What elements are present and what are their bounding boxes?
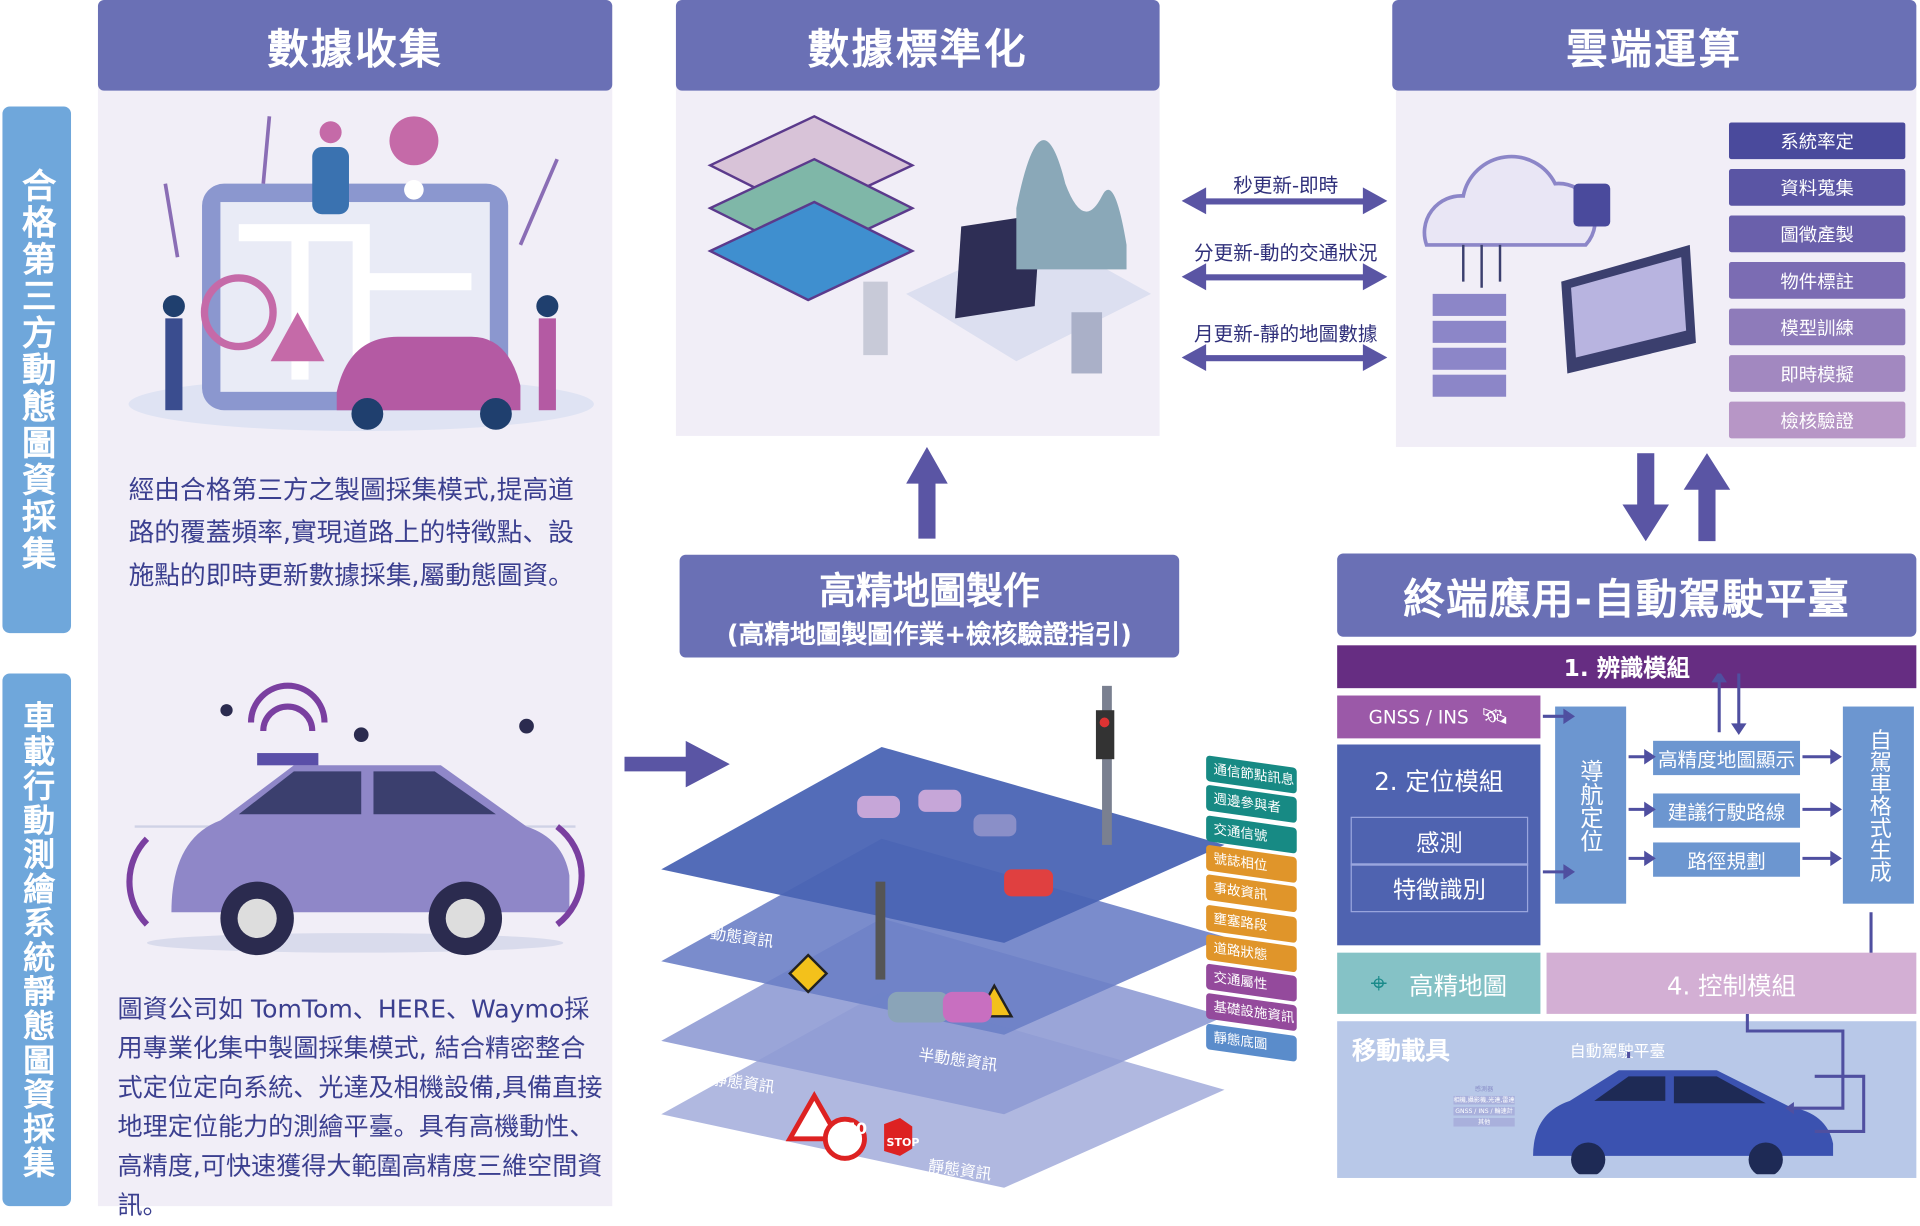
sync-double-arrows-icon xyxy=(1181,187,1388,372)
cloud-step: 檢核驗證 xyxy=(1728,401,1906,439)
cloud-step: 模型訓練 xyxy=(1728,308,1906,346)
data-layers-laptop-illustration xyxy=(707,114,1152,374)
autonomous-car-illustration xyxy=(1533,1051,1866,1175)
output-path-planning: 路徑規劃 xyxy=(1653,842,1801,877)
hdmap-subtitle: (高精地圖製圖作業+檢核驗證指引) xyxy=(726,619,1132,649)
cloud-step: 圖徵產製 xyxy=(1728,215,1906,253)
down-up-arrows-icon xyxy=(1622,453,1731,542)
header-cloud: 雲端運算 xyxy=(1392,0,1917,91)
sync-label-second: 秒更新-即時 xyxy=(1233,173,1339,198)
sync-label-minute: 分更新-動的交通狀況 xyxy=(1194,241,1378,265)
dynamic-description: 經由合格第三方之製圖採集模式,提高道路的覆蓋頻率,實現道路上的特徵點、設施點的即… xyxy=(128,475,574,591)
hdmap-title: 高精地圖製作 xyxy=(819,570,1040,614)
format-generation-box: 自駕車格式生成 xyxy=(1842,706,1914,904)
map-collection-illustration xyxy=(128,116,594,432)
right-arrow-icon xyxy=(624,740,730,788)
hdmap-label: 高精地圖 xyxy=(1409,970,1508,1000)
header-terminal: 終端應用-自動駕駛平臺 xyxy=(1337,553,1917,637)
output-suggested-route: 建議行駛路線 xyxy=(1653,793,1801,828)
hdmap-production-box: 高精地圖製作 (高精地圖製圖作業+檢核驗證指引) xyxy=(679,554,1180,658)
up-arrow-icon xyxy=(906,446,948,539)
cloud-server-illustration xyxy=(1422,154,1696,397)
cloud-step: 物件標註 xyxy=(1728,262,1906,299)
platform-label: 自動駕駛平臺 xyxy=(1569,1043,1666,1062)
side-label-dynamic: 合格第三方動態圖資採集 xyxy=(2,106,72,634)
header-standardize: 數據標準化 xyxy=(675,0,1160,91)
map-pin-icon: ⌖ xyxy=(1370,966,1388,1001)
positioning-title: 2. 定位模組 xyxy=(1374,766,1504,796)
sensor-item: 其他 xyxy=(1453,1117,1515,1127)
satellite-icon: 🛰 xyxy=(1480,704,1509,730)
hdmap-box: ⌖ 高精地圖 xyxy=(1337,952,1541,1014)
sensing-box: 感測 xyxy=(1350,816,1529,866)
vehicle-box: 移動載具 自動駕駛平臺 感測器 相機,攝影機,光達,雷達 GNSS / INS … xyxy=(1337,1021,1917,1178)
cloud-step: 系統率定 xyxy=(1728,122,1906,160)
sensor-item: GNSS / INS / 輪速計 xyxy=(1453,1106,1515,1116)
vehicle-title: 移動載具 xyxy=(1351,1035,1450,1066)
gnss-label: GNSS / INS xyxy=(1368,705,1469,728)
cloud-step: 資料蒐集 xyxy=(1728,168,1906,206)
speed-sign-value: 50 xyxy=(844,1120,868,1139)
header-collect: 數據收集 xyxy=(97,0,613,91)
cloud-step: 即時模擬 xyxy=(1728,355,1906,392)
sync-label-month: 月更新-靜的地圖數據 xyxy=(1194,322,1378,346)
feature-recognition-box: 特徵識別 xyxy=(1350,863,1529,913)
flow-arrows xyxy=(1542,673,1879,966)
side-label-static: 車載行動測繪系統靜態圖資採集 xyxy=(2,673,72,1207)
sensor-item: 相機,攝影機,光達,雷達 xyxy=(1453,1095,1515,1105)
hdmap-layers-illustration xyxy=(661,685,1225,1188)
mapping-vehicle-illustration xyxy=(126,682,585,956)
control-to-vehicle-arrow xyxy=(1745,1013,1845,1115)
static-description: 圖資公司如 TomTom、HERE、Waymo採用專業化集中製圖採集模式, 結合… xyxy=(117,994,603,1220)
sensor-list: 感測器 相機,攝影機,光達,雷達 GNSS / INS / 輪速計 其他 xyxy=(1453,1085,1515,1129)
positioning-module: 2. 定位模組 感測 特徵識別 xyxy=(1337,744,1541,946)
control-module: 4. 控制模組 xyxy=(1546,952,1917,1014)
sensor-title: 感測器 xyxy=(1474,1086,1494,1094)
output-hdmap-display: 高精度地圖顯示 xyxy=(1653,740,1801,776)
gnss-ins-box: GNSS / INS 🛰 xyxy=(1337,695,1541,739)
stop-sign-text: STOP xyxy=(886,1137,920,1150)
recognition-module: 1. 辨識模組 xyxy=(1337,645,1917,689)
